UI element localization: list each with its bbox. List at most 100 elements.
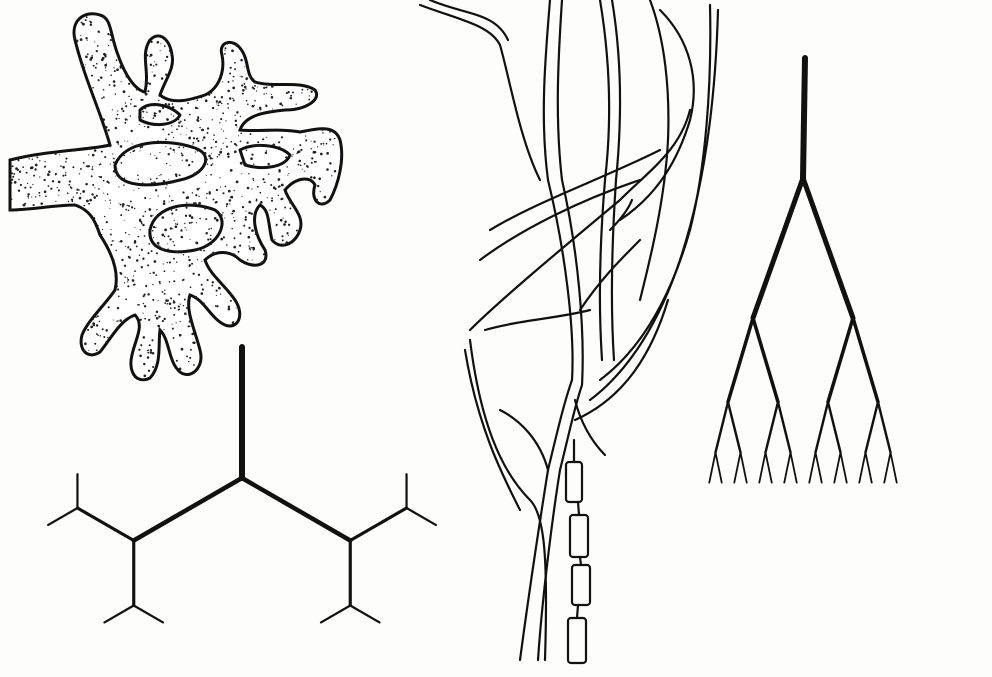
stipple-dot xyxy=(199,217,201,220)
stipple-dot xyxy=(92,86,94,89)
stipple-dot xyxy=(270,183,273,187)
stipple-dot xyxy=(219,122,221,124)
stipple-dot xyxy=(93,217,96,220)
stipple-dot xyxy=(219,293,222,295)
stipple-dot xyxy=(176,223,179,226)
stipple-dot xyxy=(192,137,196,140)
stipple-dot xyxy=(181,125,183,128)
stipple-dot xyxy=(268,173,270,175)
stipple-dot xyxy=(263,86,266,90)
stipple-dot xyxy=(120,272,123,275)
stipple-dot xyxy=(28,158,30,160)
stipple-dot xyxy=(210,234,212,237)
stipple-dot xyxy=(105,329,108,332)
stipple-dot xyxy=(301,92,303,94)
dichotomous-branch xyxy=(864,400,880,454)
stipple-dot xyxy=(243,224,246,227)
stipple-dot xyxy=(233,189,235,192)
stipple-dot xyxy=(64,174,67,177)
stipple-dot xyxy=(299,164,302,167)
stipple-dot xyxy=(275,225,277,227)
stipple-dot xyxy=(171,105,175,109)
stipple-dot xyxy=(212,138,215,141)
stipple-dot xyxy=(79,192,82,195)
stipple-dot xyxy=(220,214,223,217)
stipple-dot xyxy=(194,106,198,110)
stipple-dot xyxy=(266,129,270,133)
stipple-dot xyxy=(168,49,172,52)
stipple-dot xyxy=(241,195,243,197)
stipple-dot xyxy=(54,152,57,156)
stipple-dot xyxy=(162,202,166,205)
stipple-dot xyxy=(34,163,38,167)
stipple-dot xyxy=(85,37,88,40)
dichotomous-branch xyxy=(751,316,780,404)
stipple-dot xyxy=(76,191,78,194)
stipple-dot xyxy=(282,217,284,219)
stipple-dot xyxy=(17,159,20,162)
stipple-dot xyxy=(291,155,293,157)
stipple-dot xyxy=(156,112,158,115)
stipple-dot xyxy=(246,141,249,144)
stipple-dot xyxy=(172,148,175,152)
stipple-dot xyxy=(257,144,261,147)
stipple-dot xyxy=(178,293,181,296)
stipple-dot xyxy=(277,194,280,197)
stipple-dot xyxy=(125,245,127,247)
stipple-dot xyxy=(257,86,259,88)
stipple-dot xyxy=(100,233,103,236)
stipple-dot xyxy=(84,351,86,353)
stipple-dot xyxy=(287,223,291,226)
stipple-dot xyxy=(119,65,122,68)
stipple-dot xyxy=(252,247,255,251)
stipple-dot xyxy=(175,261,178,263)
stipple-dot xyxy=(169,238,172,241)
stipple-dot xyxy=(158,244,160,246)
stipple-dot xyxy=(163,235,166,238)
stipple-dot xyxy=(172,240,175,243)
stipple-dot xyxy=(191,221,193,224)
stipple-dot xyxy=(96,45,99,47)
stipple-dot xyxy=(266,136,268,139)
stipple-dot xyxy=(284,206,287,209)
stipple-dot xyxy=(160,77,164,80)
stipple-dot xyxy=(318,177,321,180)
stipple-dot xyxy=(299,144,302,147)
stipple-dot xyxy=(111,294,113,296)
stipple-dot xyxy=(288,199,290,201)
stipple-dot xyxy=(142,117,144,119)
stipple-dot xyxy=(116,140,119,144)
stipple-dot xyxy=(94,187,96,189)
stipple-dot xyxy=(322,132,324,134)
stipple-dot xyxy=(203,146,207,150)
stipple-dot xyxy=(214,252,217,255)
stipple-dot xyxy=(8,177,12,181)
stipple-dot xyxy=(271,197,273,200)
stipple-dot xyxy=(144,317,147,320)
stipple-dot xyxy=(205,256,208,259)
stipple-dot xyxy=(123,282,126,284)
dichotomous-branch xyxy=(889,451,898,484)
stipple-dot xyxy=(230,140,233,143)
stipple-dot xyxy=(108,84,111,86)
stipple-dot xyxy=(105,220,108,224)
stipple-dot xyxy=(13,181,17,184)
stipple-dot xyxy=(119,203,122,206)
stipple-dot xyxy=(139,229,141,231)
stipple-dot xyxy=(234,114,236,116)
stipple-dot xyxy=(115,249,117,252)
stipple-dot xyxy=(225,137,227,139)
stipple-dot xyxy=(255,209,257,212)
stipple-dot xyxy=(265,86,268,89)
stipple-dot xyxy=(283,223,286,226)
stipple-dot xyxy=(193,364,195,366)
stipple-dot xyxy=(268,110,272,113)
stipple-dot xyxy=(142,295,145,298)
stipple-dot xyxy=(222,192,225,195)
stipple-dot xyxy=(239,140,242,143)
stipple-dot xyxy=(149,272,151,275)
stipple-dot xyxy=(90,56,94,60)
stipple-dot xyxy=(260,261,264,264)
stipple-dot xyxy=(234,123,238,127)
